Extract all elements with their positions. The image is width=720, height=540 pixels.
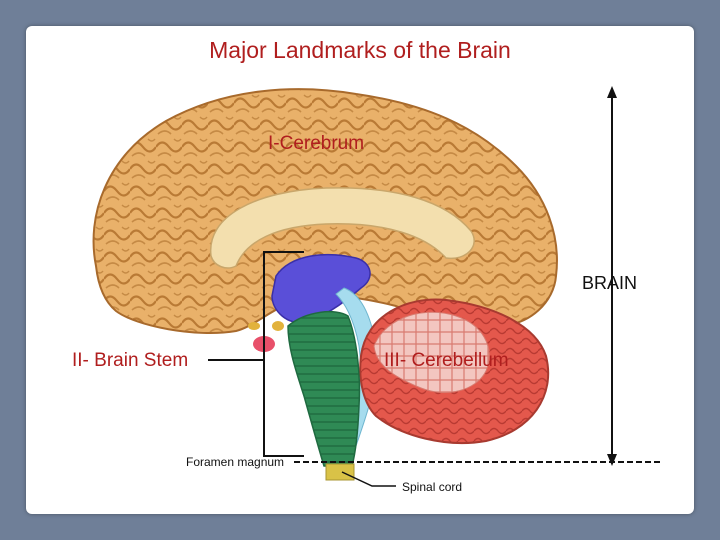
brain-illustration (92, 86, 662, 487)
arbor-vitae (373, 311, 490, 393)
page-title: Major Landmarks of the Brain (209, 37, 511, 63)
brain-stem-bracket (263, 251, 304, 457)
brain-arrow-top (607, 86, 617, 98)
brain-stem (287, 310, 361, 467)
spinal-cord-label: Spinal cord (402, 480, 463, 494)
cerebrum-label: I-Cerebrum (268, 133, 365, 154)
spinal-cord-pointer (341, 471, 396, 487)
diencephalon (271, 253, 371, 324)
brain-stem-label: II- Brain Stem (72, 350, 189, 371)
foramen-magnum-label: Foramen magnum (186, 455, 285, 469)
brain-arrow-bottom (607, 454, 617, 466)
mammillary (272, 321, 284, 331)
corpus-callosum (210, 187, 475, 269)
spinal-cord (325, 463, 355, 481)
slide: Major Landmarks of the Brain I-Cerebrum … (26, 26, 694, 514)
brain-label: BRAIN (582, 273, 638, 293)
optic-chiasm (248, 322, 260, 330)
cerebellum-label: III- Cerebellum (384, 350, 509, 371)
